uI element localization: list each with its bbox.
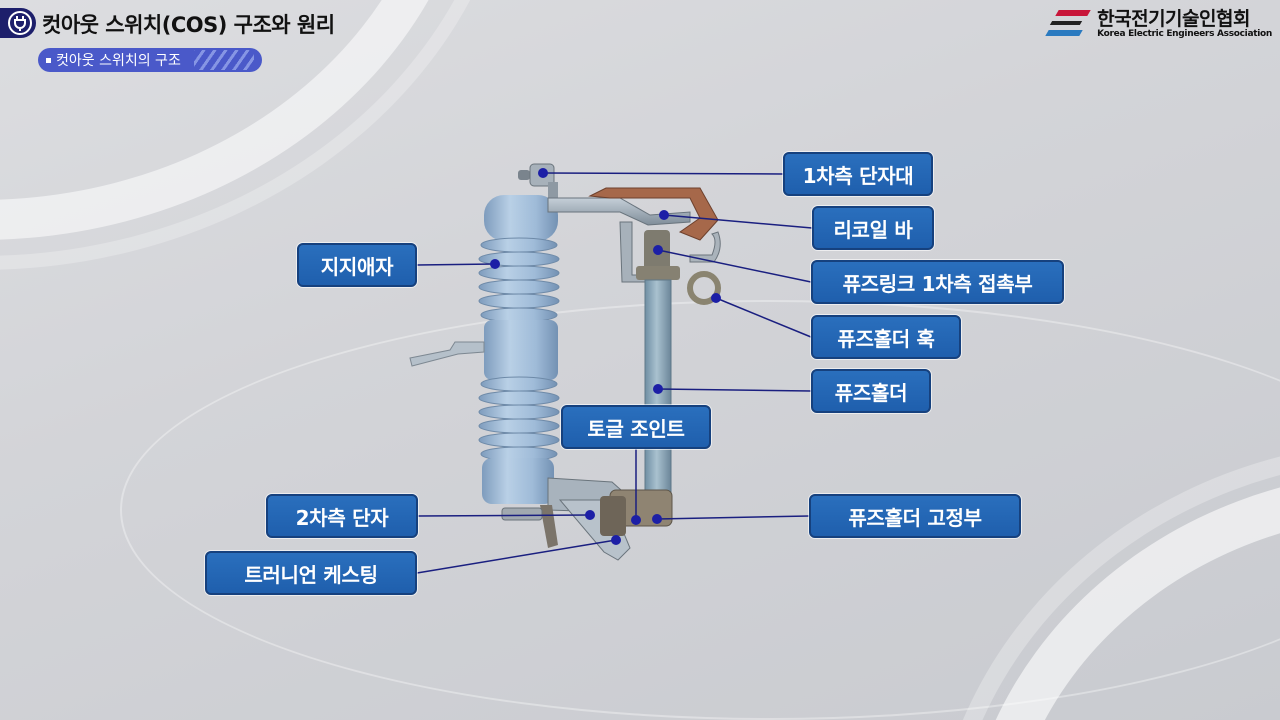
page-title: 컷아웃 스위치(COS) 구조와 원리 — [42, 13, 335, 37]
label-toggle-joint: 토글 조인트 — [561, 405, 711, 449]
logo-name-korean: 한국전기기술인협회 — [1097, 8, 1250, 30]
stripes-decoration — [194, 50, 254, 70]
support-insulator-shape — [409, 195, 560, 504]
label-fuseholder-mount: 퓨즈홀더 고정부 — [809, 494, 1021, 538]
title-badge — [0, 8, 36, 38]
label-primary-terminal: 1차측 단자대 — [783, 152, 933, 196]
label-secondary-terminal: 2차측 단자 — [266, 494, 418, 538]
label-fuseholder: 퓨즈홀더 — [811, 369, 931, 413]
plug-icon — [8, 11, 32, 35]
label-fuselink-primary-contact: 퓨즈링크 1차측 접촉부 — [811, 260, 1064, 304]
label-recoil-bar: 리코일 바 — [812, 206, 934, 250]
label-fuseholder-hook: 퓨즈홀더 훅 — [811, 315, 961, 359]
logo-name-english: Korea Electric Engineers Association — [1097, 29, 1272, 39]
section-subtitle: 컷아웃 스위치의 구조 — [38, 48, 262, 72]
bullet-icon — [46, 57, 51, 63]
subtitle-text: 컷아웃 스위치의 구조 — [56, 53, 181, 69]
organization-logo: 한국전기기술인협회 Korea Electric Engineers Assoc… — [1043, 8, 1272, 40]
leader-lines — [416, 168, 813, 574]
label-trunnion-casting: 트러니언 케스팅 — [205, 551, 417, 595]
label-support-insulator: 지지애자 — [297, 243, 417, 287]
